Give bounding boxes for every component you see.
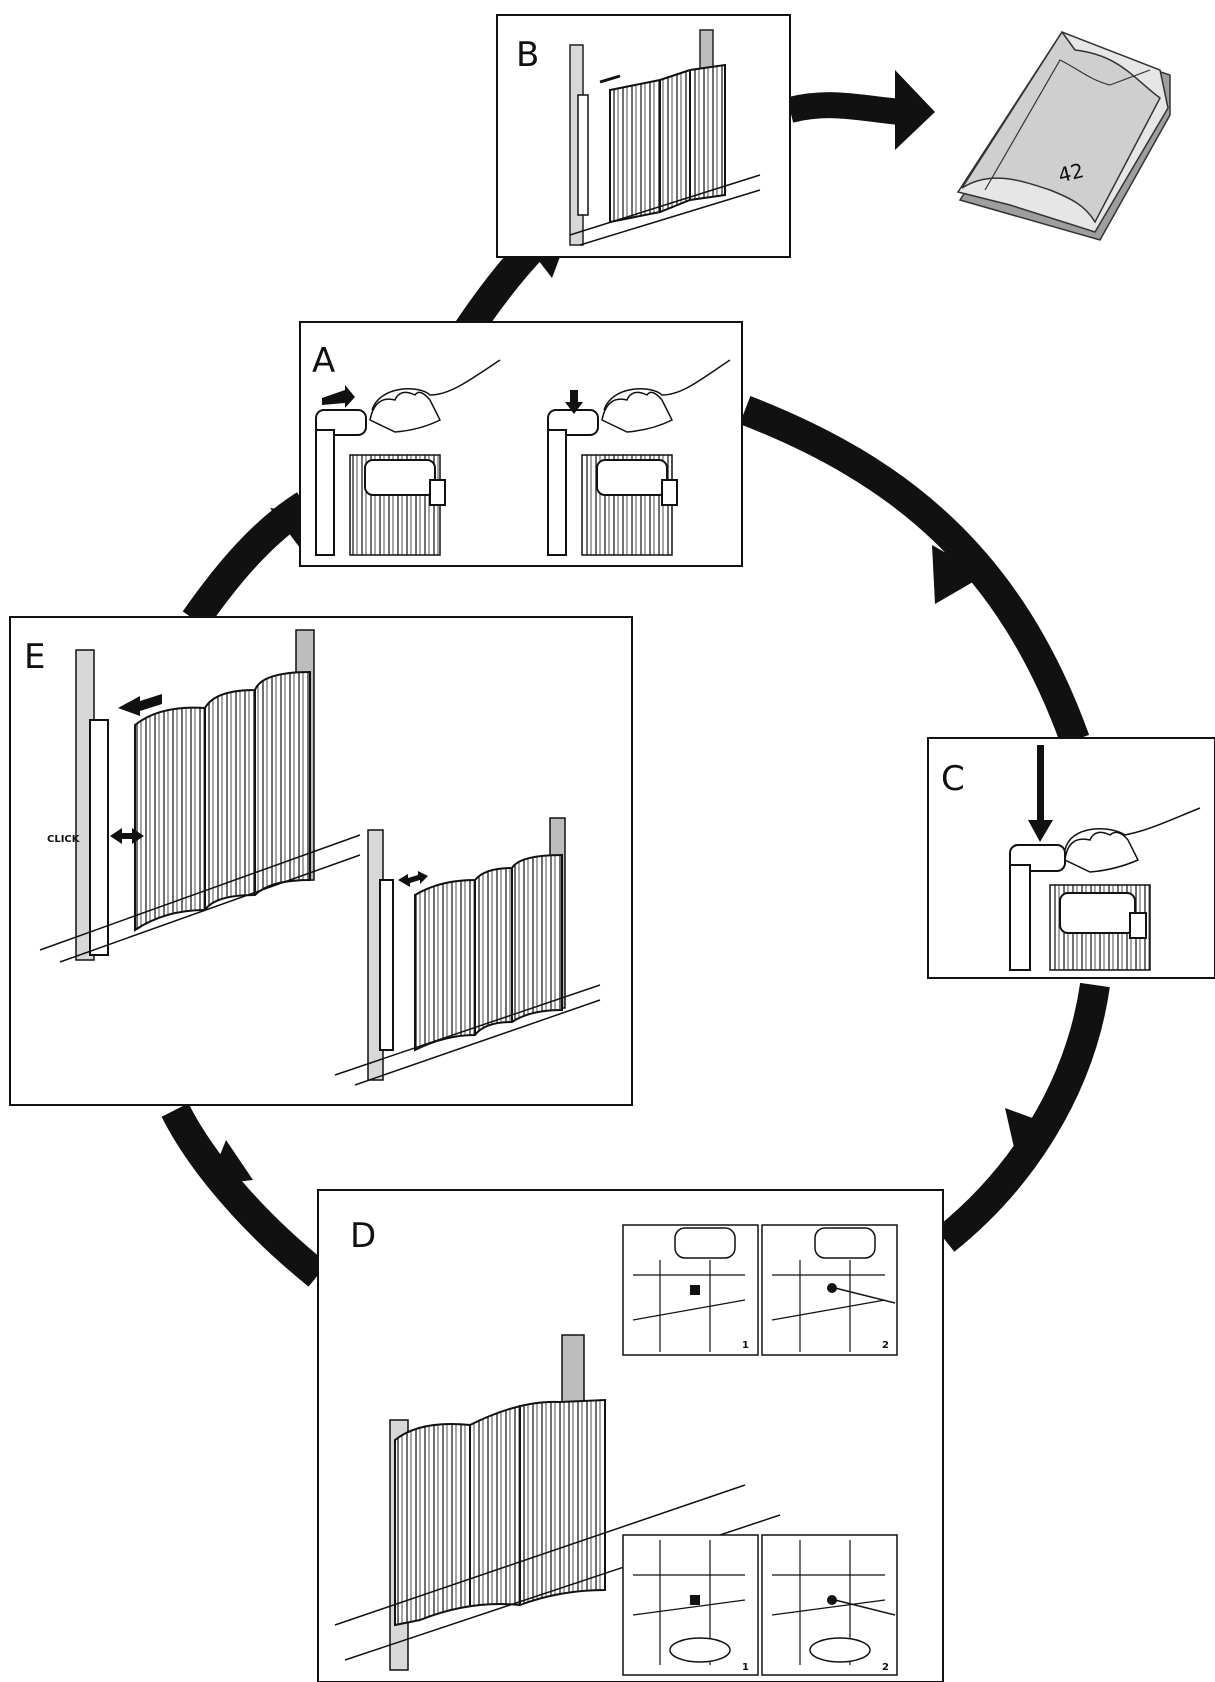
arrow-to-booklet: [786, 70, 935, 150]
panel-e: E CLICK: [9, 616, 633, 1106]
arrowhead-icon: [208, 1140, 253, 1185]
panel-a: A: [299, 321, 743, 567]
arc-a-to-c: [739, 396, 1090, 746]
arc-c-to-d: [935, 982, 1110, 1252]
inset-top-2: 2: [761, 1224, 898, 1356]
inset-step-number: 1: [742, 1662, 749, 1673]
panel-c-label: C: [941, 759, 965, 799]
arc-d-to-e: [161, 1103, 328, 1287]
booklet-icon: 42: [956, 30, 1171, 241]
arrowhead-icon: [1005, 1108, 1060, 1165]
inset-bottom-1: 1: [622, 1534, 759, 1676]
panel-a-label: A: [312, 341, 335, 381]
panel-d: D 1: [317, 1189, 944, 1682]
inset-bottom-2: 2: [761, 1534, 898, 1676]
click-label: CLICK: [47, 834, 81, 845]
inset-step-number: 2: [882, 1662, 889, 1673]
down-arrow-icon: [565, 390, 583, 414]
inset-step-number: 2: [882, 1340, 889, 1351]
inset-top-1: 1: [622, 1224, 759, 1356]
gate-small: [334, 817, 601, 1086]
panel-b: B: [496, 14, 791, 258]
booklet-page-number: 42: [1056, 158, 1087, 187]
arrowhead-icon: [895, 70, 935, 150]
hand-icon: [601, 391, 674, 433]
hand-on-latch: [1009, 745, 1201, 971]
panel-b-label: B: [516, 35, 539, 75]
panel-c: C: [927, 737, 1215, 979]
panel-e-label: E: [24, 637, 45, 677]
panel-d-label: D: [350, 1216, 376, 1256]
double-arrow-icon: [398, 871, 428, 887]
gate-illustration: [569, 29, 761, 246]
hand-on-latch-right: [547, 359, 731, 556]
hand-icon: [369, 391, 442, 433]
push-arrow-icon: [118, 694, 162, 716]
double-arrow-icon: [110, 828, 144, 844]
arrowhead-icon: [932, 545, 985, 604]
down-arrow-icon: [1037, 745, 1044, 825]
hand-on-latch-left: [315, 359, 501, 556]
hand-icon: [1064, 831, 1140, 873]
press-arrow-icon: [322, 385, 355, 408]
gate-large: CLICK: [39, 629, 361, 963]
inset-step-number: 1: [742, 1340, 749, 1351]
